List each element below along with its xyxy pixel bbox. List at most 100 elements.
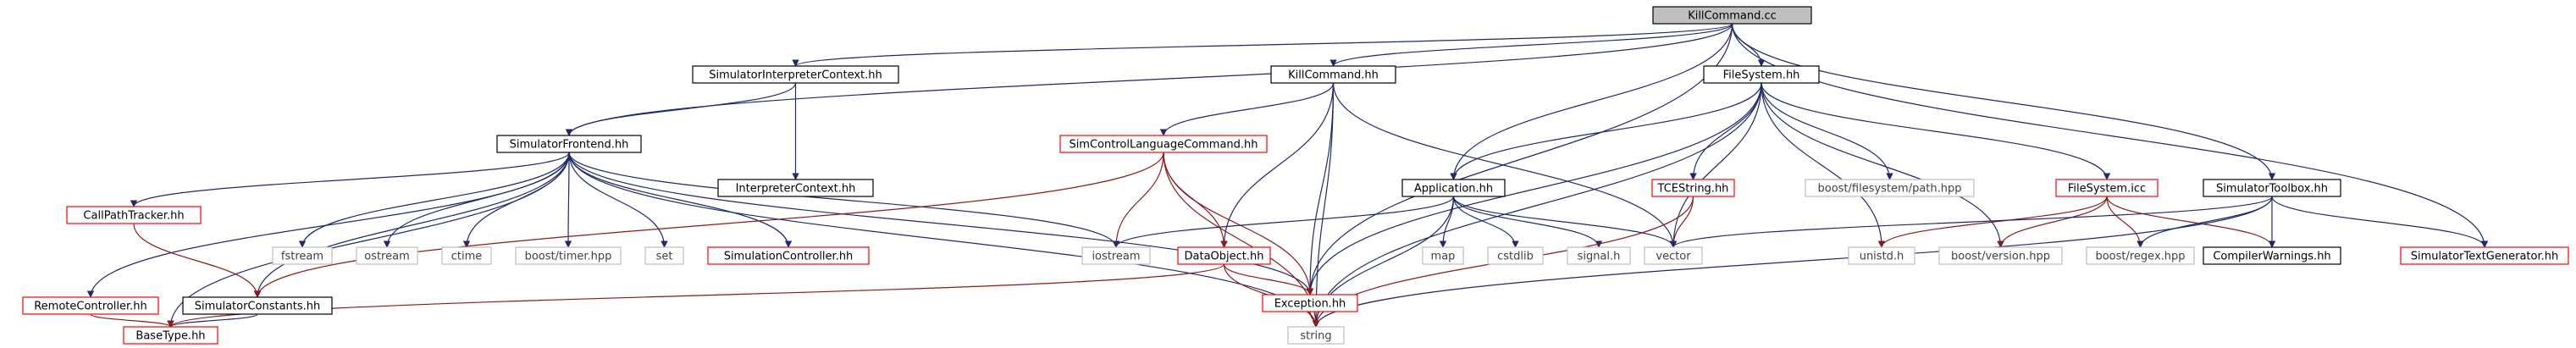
edge-sim_toolbox_hh-to-sim_textgen_hh	[2271, 196, 2489, 248]
node-box	[1848, 246, 1915, 265]
edge-sim_frontend_hh-to-remotecontroller_hh	[86, 152, 570, 298]
node-label: FileSystem.hh	[1723, 69, 1800, 82]
edge-sim_frontend_hh-to-sim_constants_hh	[253, 152, 570, 298]
node-ostream[interactable]: ostream	[356, 246, 418, 265]
edge-filesystem_icc-to-boost_regex	[2106, 196, 2144, 248]
node-set[interactable]: set	[644, 246, 684, 265]
node-box	[496, 135, 642, 153]
edge-remotecontroller_hh-to-basetype_hh	[90, 313, 174, 328]
node-label: cstdlib	[1497, 251, 1534, 263]
node-label: signal.h	[1578, 251, 1621, 263]
node-tcestring-hh[interactable]: TCEString.hh	[1651, 179, 1735, 197]
edge-sim_frontend_hh-to-fstream	[298, 152, 570, 248]
edge-filesystem_hh-to-string	[1312, 82, 1762, 328]
node-box	[1805, 179, 1975, 197]
node-label: map	[1431, 251, 1456, 263]
edge-filesystem_hh-to-vector	[1669, 82, 1762, 248]
node-remotecontroller-hh[interactable]: RemoteController.hh	[22, 296, 159, 315]
node-box	[441, 246, 492, 265]
node-box	[1938, 246, 2063, 265]
node-box	[272, 246, 333, 265]
node-label: KillCommand.cc	[1688, 10, 1777, 23]
node-box	[182, 296, 333, 315]
node-simcontrol-lang-hh[interactable]: SimControlLanguageCommand.hh	[1059, 135, 1268, 153]
node-filesystem-icc[interactable]: FileSystem.icc	[2055, 179, 2159, 197]
node-label: SimulatorFrontend.hh	[510, 139, 629, 152]
node-label: SimulatorToolbox.hh	[2216, 183, 2328, 196]
node-sim-interp-ctx-hh[interactable]: SimulatorInterpreterContext.hh	[692, 65, 899, 84]
node-unistd-h[interactable]: unistd.h	[1848, 246, 1915, 265]
node-box	[22, 296, 159, 315]
node-box	[515, 246, 622, 265]
node-application-hh[interactable]: Application.hh	[1401, 179, 1506, 197]
node-sim-textgen-hh[interactable]: SimulatorTextGenerator.hh	[2400, 246, 2569, 265]
edge-sim_frontend_hh-to-exception_hh	[568, 152, 1314, 296]
node-string[interactable]: string	[1287, 326, 1345, 345]
edge-filesystem_icc-to-compiler_warnings_hh	[2106, 196, 2276, 248]
node-map[interactable]: map	[1422, 246, 1464, 265]
node-box	[356, 246, 418, 265]
node-vector[interactable]: vector	[1644, 246, 1703, 265]
node-box	[1422, 246, 1464, 265]
node-label: iostream	[1092, 251, 1140, 263]
node-compiler-warnings-hh[interactable]: CompilerWarnings.hh	[2203, 246, 2341, 265]
node-label: SimulatorConstants.hh	[195, 301, 321, 313]
node-box	[1081, 246, 1151, 265]
node-boost-version[interactable]: boost/version.hpp	[1938, 246, 2063, 265]
node-signal-h[interactable]: signal.h	[1567, 246, 1631, 265]
node-label: set	[656, 251, 673, 263]
node-box	[1059, 135, 1268, 153]
node-label: Exception.hh	[1274, 298, 1346, 311]
edge-dataobject_hh-to-exception_hh	[1223, 263, 1314, 296]
node-label: SimControlLanguageCommand.hh	[1069, 139, 1258, 152]
node-iostream[interactable]: iostream	[1081, 246, 1151, 265]
node-boost-regex[interactable]: boost/regex.hpp	[2086, 246, 2195, 265]
edge-sim_frontend_hh-to-callpathtracker_hh	[130, 152, 570, 207]
edge-exception_hh-to-string	[1309, 311, 1320, 328]
node-dataobject-hh[interactable]: DataObject.hh	[1177, 246, 1271, 265]
node-box	[707, 246, 870, 265]
node-callpathtracker-hh[interactable]: CallPathTracker.hh	[66, 206, 202, 224]
node-label: SimulatorTextGenerator.hh	[2411, 251, 2558, 263]
node-box	[2203, 179, 2341, 197]
node-box	[1401, 179, 1506, 197]
edge-dataobject_hh-to-basetype_hh	[167, 263, 1225, 328]
node-sim-constants-hh[interactable]: SimulatorConstants.hh	[182, 296, 333, 315]
node-interp-ctx-hh[interactable]: InterpreterContext.hh	[717, 179, 874, 197]
node-boost-timer[interactable]: boost/timer.hpp	[515, 246, 622, 265]
node-label: RemoteController.hh	[34, 301, 147, 313]
node-boost-fs-path[interactable]: boost/filesystem/path.hpp	[1805, 179, 1975, 197]
node-label: fstream	[281, 251, 323, 263]
node-box	[1652, 6, 1812, 25]
node-box	[123, 326, 218, 345]
node-label: ostream	[364, 251, 410, 263]
node-exception-hh[interactable]: Exception.hh	[1262, 294, 1358, 312]
node-fstream[interactable]: fstream	[272, 246, 333, 265]
edge-filesystem_hh-to-exception_hh	[1306, 82, 1762, 296]
edge-killcommand_cc-to-sim_interp_ctx_hh	[792, 23, 1733, 67]
node-killcommand-hh[interactable]: KillCommand.hh	[1270, 65, 1396, 84]
node-sim-toolbox-hh[interactable]: SimulatorToolbox.hh	[2203, 179, 2341, 197]
node-label: BaseType.hh	[135, 330, 205, 343]
edge-sim_toolbox_hh-to-vector	[1669, 196, 2273, 248]
node-box	[1270, 65, 1396, 84]
edge-filesystem_hh-to-application_hh	[1450, 82, 1762, 180]
node-ctime[interactable]: ctime	[441, 246, 492, 265]
node-label: ctime	[451, 251, 483, 263]
node-sim-controller-hh[interactable]: SimulationController.hh	[707, 246, 870, 265]
node-killcommand-cc[interactable]: KillCommand.cc	[1652, 6, 1812, 25]
node-box	[1644, 246, 1703, 265]
node-filesystem-hh[interactable]: FileSystem.hh	[1703, 65, 1820, 84]
edge-killcommand_hh-to-simcontrol_lang_hh	[1159, 82, 1335, 136]
node-box	[66, 206, 202, 224]
node-cstdlib[interactable]: cstdlib	[1487, 246, 1544, 265]
edge-killcommand_cc-to-sim_toolbox_hh	[1731, 23, 2276, 180]
edge-killcommand_cc-to-sim_textgen_hh	[1731, 23, 2489, 248]
edge-sim_frontend_hh-to-sim_controller_hh	[568, 152, 793, 248]
node-basetype-hh[interactable]: BaseType.hh	[123, 326, 218, 345]
node-sim-frontend-hh[interactable]: SimulatorFrontend.hh	[496, 135, 642, 153]
edge-killcommand_hh-to-exception_hh	[1306, 82, 1335, 296]
edge-tcestring_hh-to-vector	[1669, 196, 1694, 248]
node-label: boost/timer.hpp	[525, 251, 612, 263]
node-box	[1287, 326, 1345, 345]
